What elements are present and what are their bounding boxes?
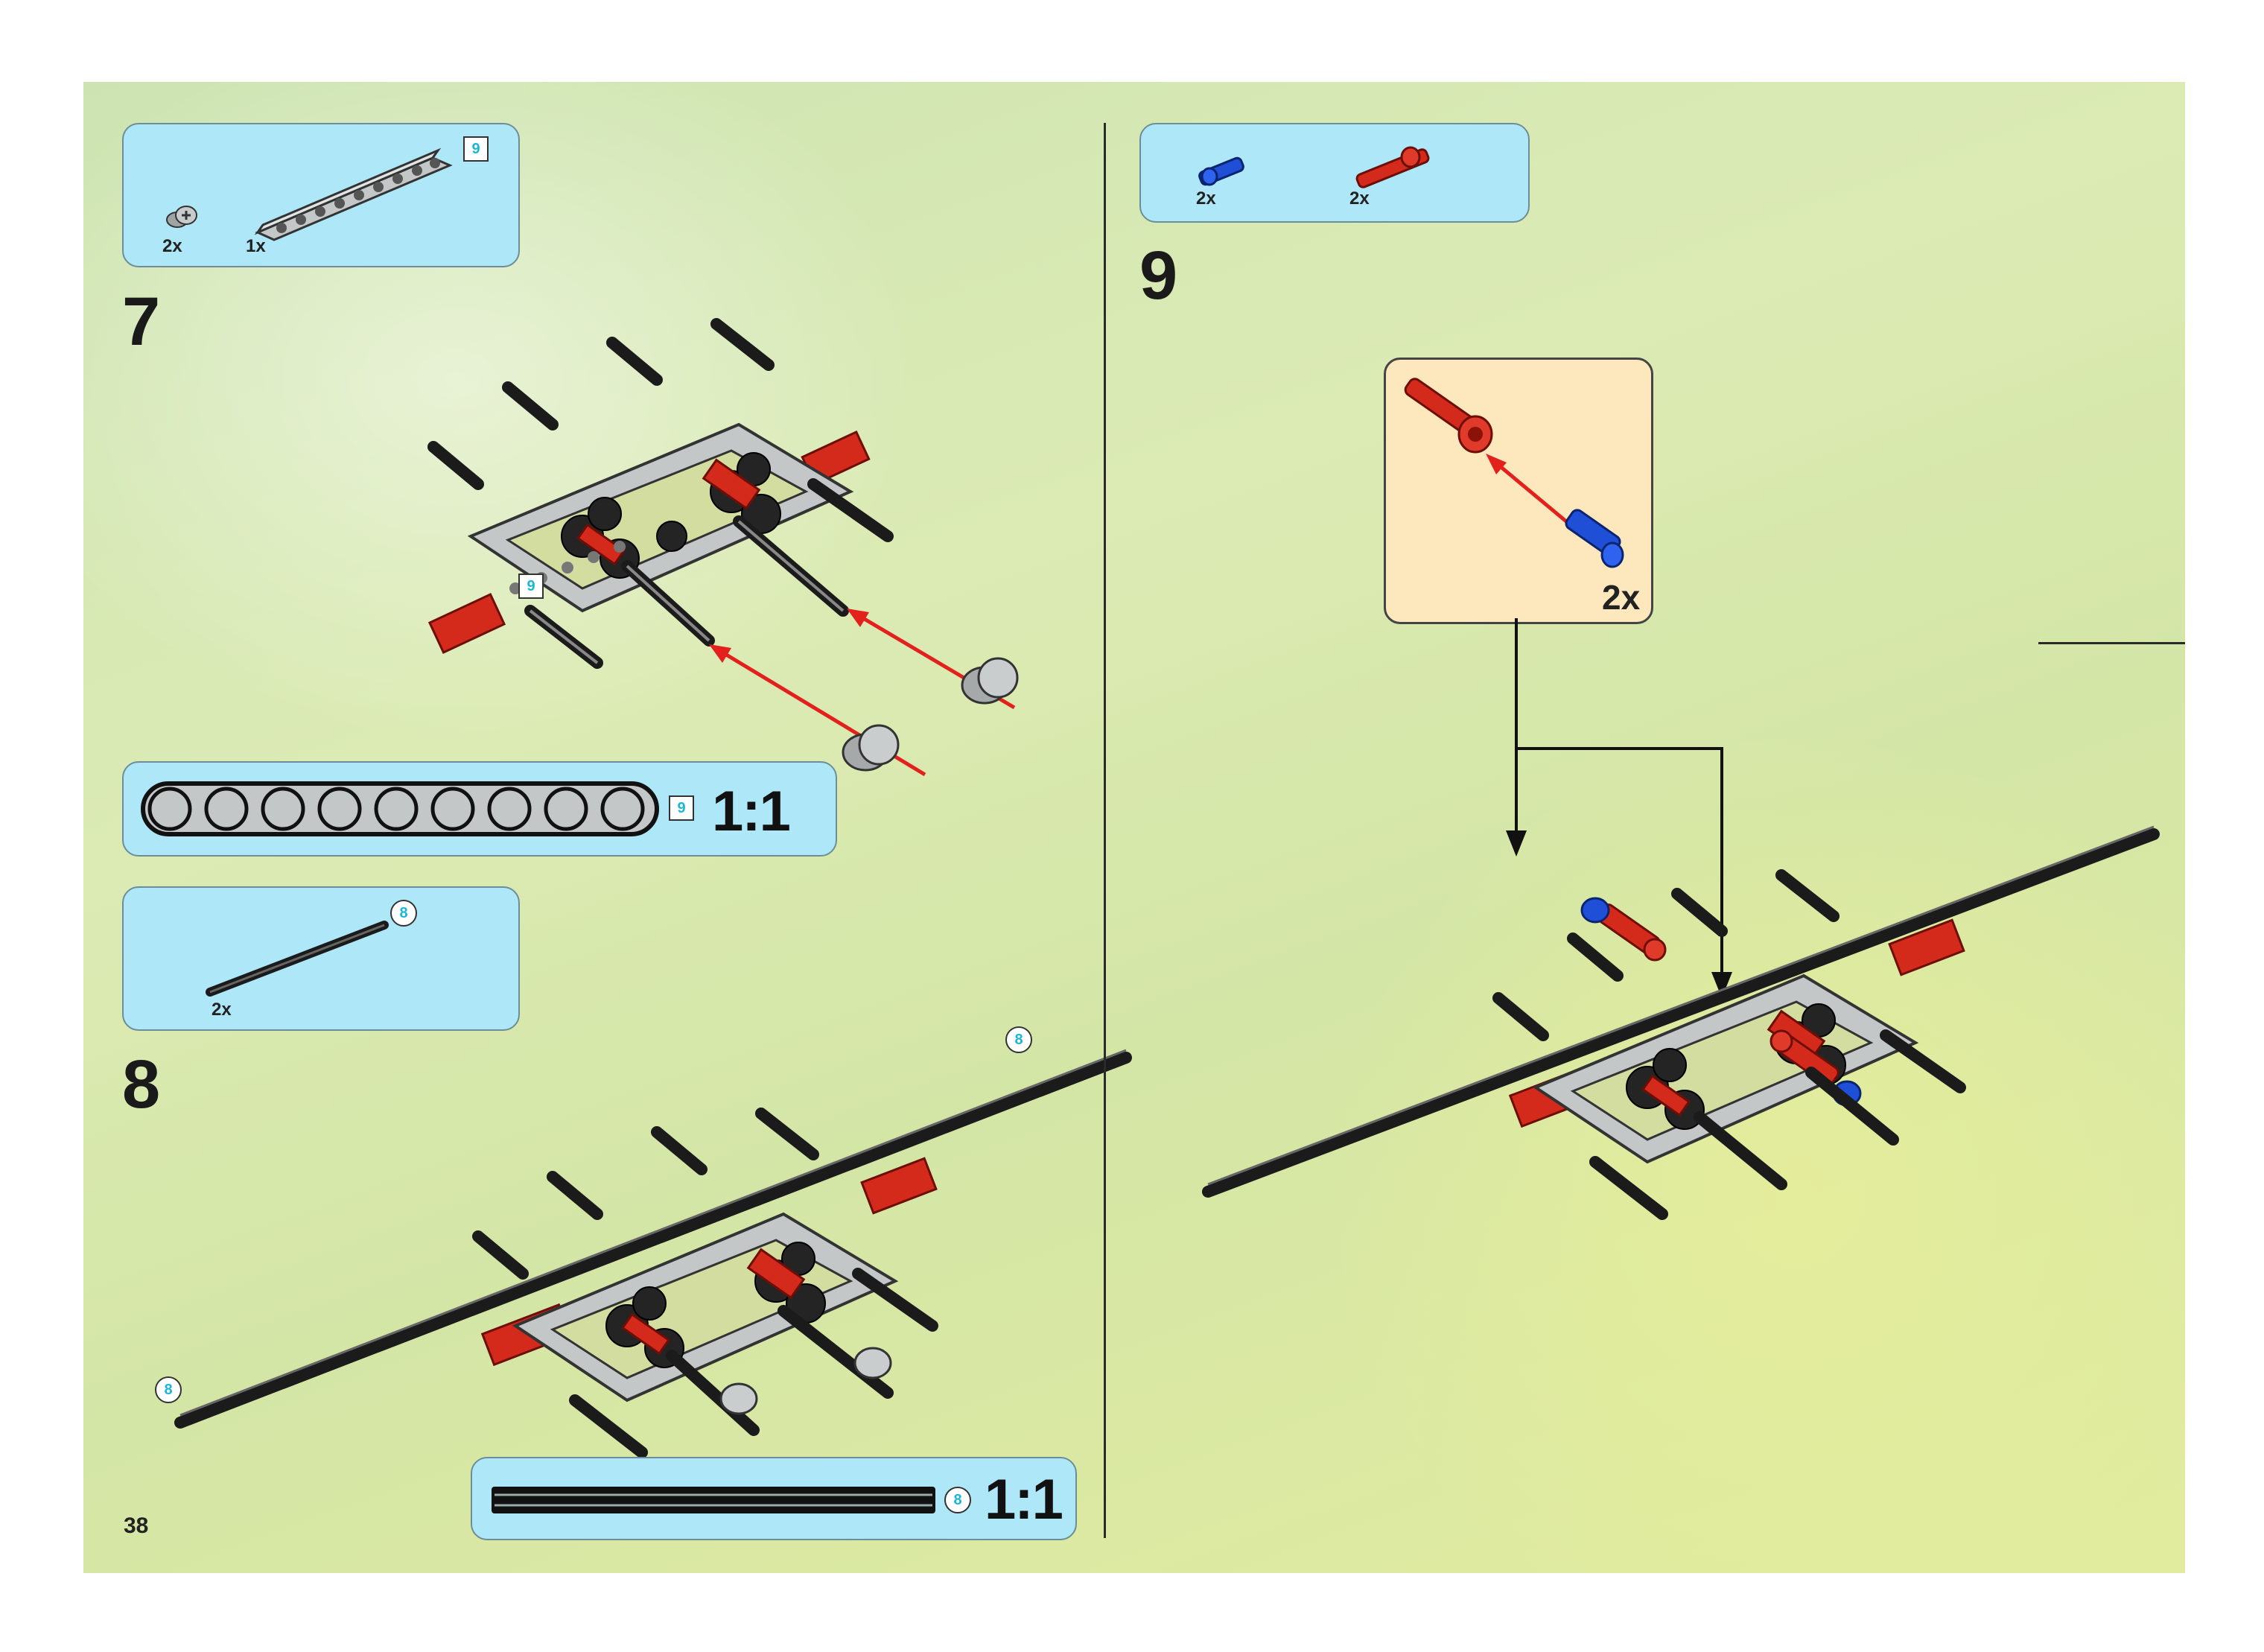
scale-label: 1:1	[985, 1472, 1062, 1528]
step8-parts-callout: 2x 8	[122, 886, 520, 1031]
step7-model	[381, 313, 1052, 797]
axle-8-icon	[490, 1485, 937, 1515]
qty-label: 2x	[162, 236, 182, 257]
length-tag: 8	[155, 1376, 182, 1403]
step9-subassembly-box: 2x	[1384, 358, 1653, 624]
length-tag: 8	[944, 1487, 971, 1513]
liftarm-9-icon	[243, 139, 466, 244]
length-tag: 9	[463, 136, 489, 162]
step-number: 7	[122, 287, 160, 356]
section-rule	[2038, 642, 2185, 644]
blue-pin-icon	[1193, 147, 1253, 191]
qty-label: 2x	[1349, 188, 1370, 209]
step7-parts-callout: 2x 1x 9	[122, 123, 520, 267]
step9-model	[1193, 737, 2184, 1214]
length-tag: 9	[669, 795, 694, 821]
liftarm-9-icon	[140, 779, 661, 839]
qty-label: 2x	[212, 1000, 232, 1020]
red-axle-pin-icon	[1349, 139, 1439, 191]
scale-label: 1:1	[712, 784, 789, 840]
qty-label: 1x	[246, 236, 266, 257]
instruction-page: 2x 1x 9 7	[83, 82, 2185, 1573]
axle-pin-bush-icon	[161, 199, 206, 236]
qty-label: 2x	[1196, 188, 1216, 209]
qty-label: 2x	[1602, 577, 1640, 617]
step8-scale-box: 8 1:1	[471, 1457, 1077, 1540]
step-number: 9	[1139, 241, 1177, 310]
step9-parts-callout: 2x 2x	[1139, 123, 1530, 223]
length-tag: 8	[390, 900, 417, 927]
step7-scale-box: 9 1:1	[122, 761, 837, 857]
axle-8-icon	[206, 918, 414, 1000]
step8-model	[180, 1043, 1133, 1519]
page-number: 38	[124, 1513, 148, 1539]
column-divider	[1104, 123, 1106, 1538]
length-tag: 8	[1005, 1026, 1032, 1053]
length-tag: 9	[518, 574, 544, 599]
step-number: 8	[122, 1050, 160, 1119]
